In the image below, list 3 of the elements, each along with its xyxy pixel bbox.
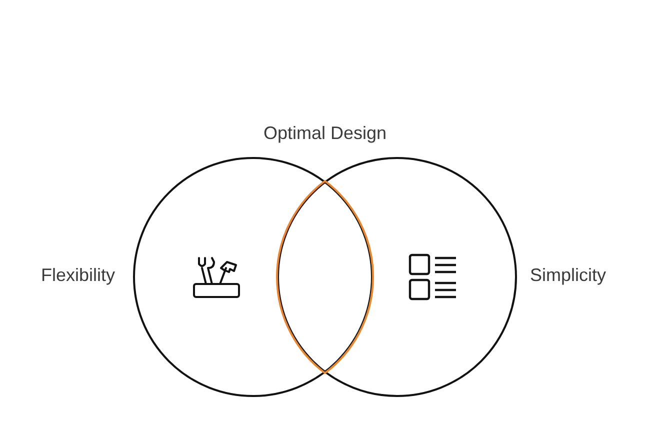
venn-label: Flexibility [40,265,115,286]
venn-label: Optimal Design [263,123,387,144]
venn-label: Simplicity [530,265,606,286]
